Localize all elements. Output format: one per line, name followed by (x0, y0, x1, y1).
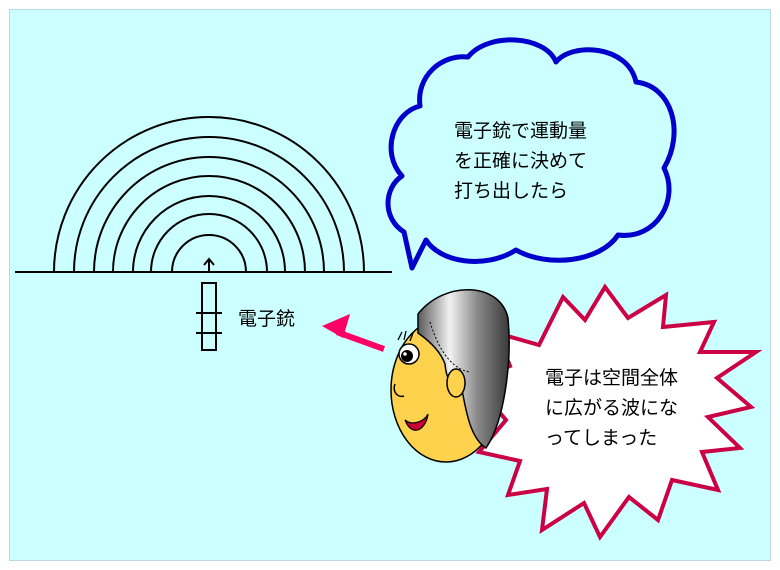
burst-line-2: に広がる波にな (545, 397, 679, 419)
pink-arrow-icon (322, 314, 386, 352)
wave-arc-4 (112, 175, 306, 273)
electron-gun (196, 282, 222, 351)
burst-callout (468, 283, 763, 541)
cloud-line-2: を正確に決めて (454, 150, 588, 172)
wave-arc-1 (171, 234, 247, 273)
thought-cloud (385, 37, 677, 271)
wave-arcs (53, 116, 365, 273)
burst-line-1: 電子は空間全体 (545, 367, 679, 389)
right-margin (771, 9, 780, 561)
up-arrow-icon (203, 257, 215, 273)
cloud-text: 電子銃で運動量 を正確に決めて 打ち出したら (454, 116, 654, 206)
wave-arc-3 (132, 195, 286, 273)
wave-arc-6 (73, 136, 345, 273)
wave-arc-7 (53, 116, 365, 273)
burst-text: 電子は空間全体 に広がる波にな ってしまった (545, 363, 725, 453)
electron-gun-label: 電子銃 (238, 308, 296, 330)
burst-line-3: ってしまった (545, 427, 658, 449)
wave-arc-5 (93, 156, 325, 273)
cloud-line-1: 電子銃で運動量 (454, 120, 588, 142)
cloud-line-3: 打ち出したら (454, 180, 569, 202)
wave-arc-2 (150, 213, 268, 273)
cartoon-character-icon (390, 289, 510, 463)
